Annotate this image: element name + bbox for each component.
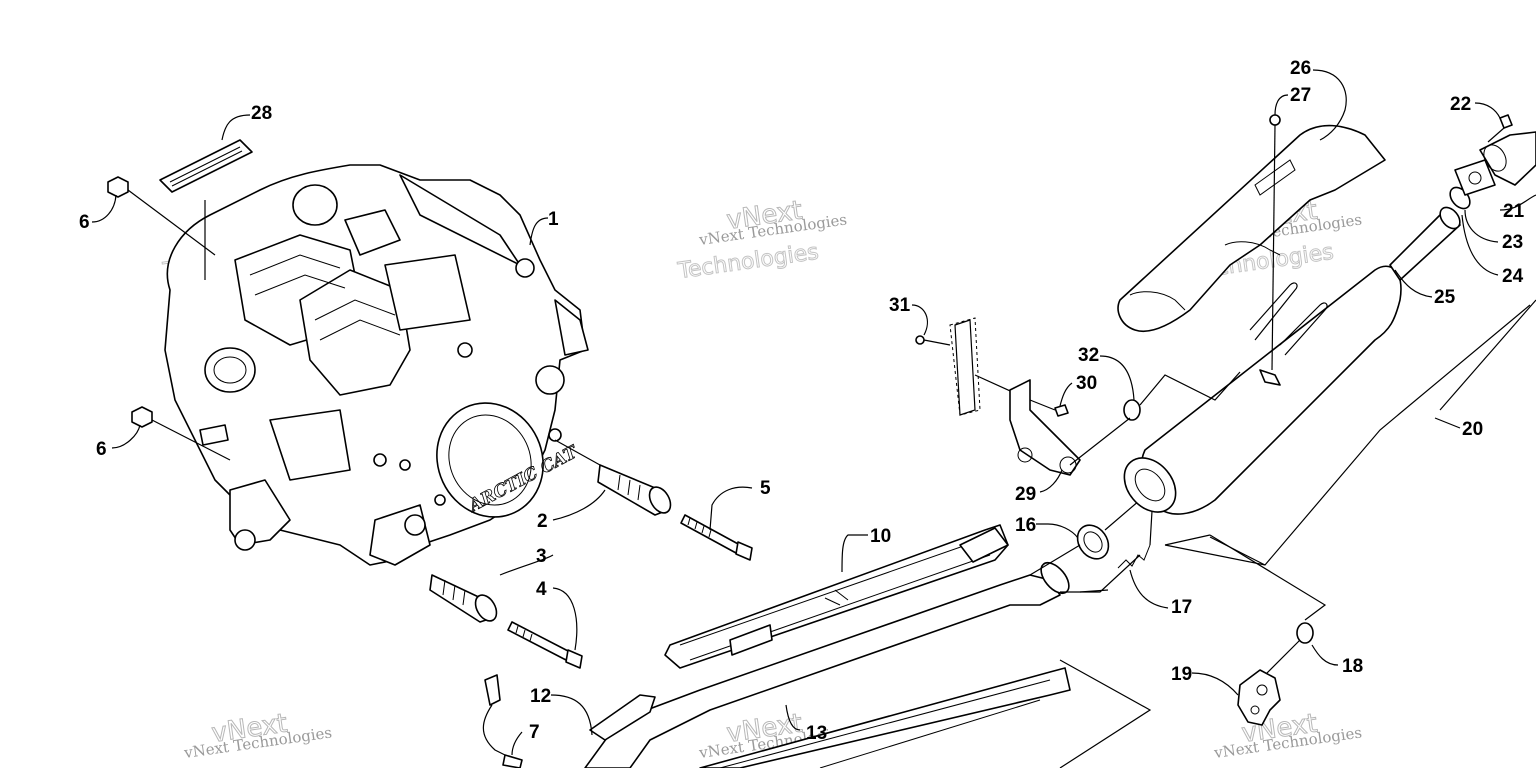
callout-2: 2 [537,511,548,532]
callout-16: 16 [1015,515,1036,536]
callout-30: 30 [1076,373,1097,394]
callout-7: 7 [529,722,540,743]
callout-29: 29 [1015,484,1036,505]
callout-12: 12 [530,686,551,707]
callout-5: 5 [760,478,771,499]
callout-3: 3 [536,546,547,567]
callout-32: 32 [1078,345,1099,366]
watermark-top-center: vNext vNext Technologies Technologies [675,195,848,285]
leader-lines [91,69,1536,756]
callout-20: 20 [1462,419,1483,440]
callout-23: 23 [1502,232,1523,253]
callout-18: 18 [1342,656,1363,677]
callout-28: 28 [251,103,272,124]
callout-13: 13 [806,723,827,744]
callout-24: 24 [1502,266,1524,287]
callout-31: 31 [889,295,911,316]
callout-22: 22 [1450,94,1471,115]
callout-labels: 1 2 3 4 5 6 6 7 10 12 13 16 17 18 19 20 … [79,58,1525,744]
watermark-text-tech: Technologies [676,240,820,285]
engine-assembly: ARCTIC CAT [164,164,589,566]
watermark-bottom-left: vNext vNext Technologies [182,708,333,762]
watermark-bottom-right: vNext vNext Technologies [1212,708,1363,762]
exhaust-pipes [584,459,1161,768]
callout-1: 1 [548,209,559,230]
callout-25: 25 [1434,287,1456,308]
callout-27: 27 [1290,85,1311,106]
brackets [482,317,1327,768]
callout-6-lower: 6 [96,439,107,460]
mount-hardware [107,176,753,669]
muffler-assembly [1117,114,1536,566]
callout-19: 19 [1171,664,1192,685]
callout-10: 10 [870,526,891,547]
callout-6-upper: 6 [79,212,90,233]
callout-4: 4 [536,579,547,600]
decal-part [159,139,253,280]
callout-21: 21 [1503,201,1525,222]
callout-17: 17 [1171,597,1192,618]
callout-26: 26 [1290,58,1311,79]
